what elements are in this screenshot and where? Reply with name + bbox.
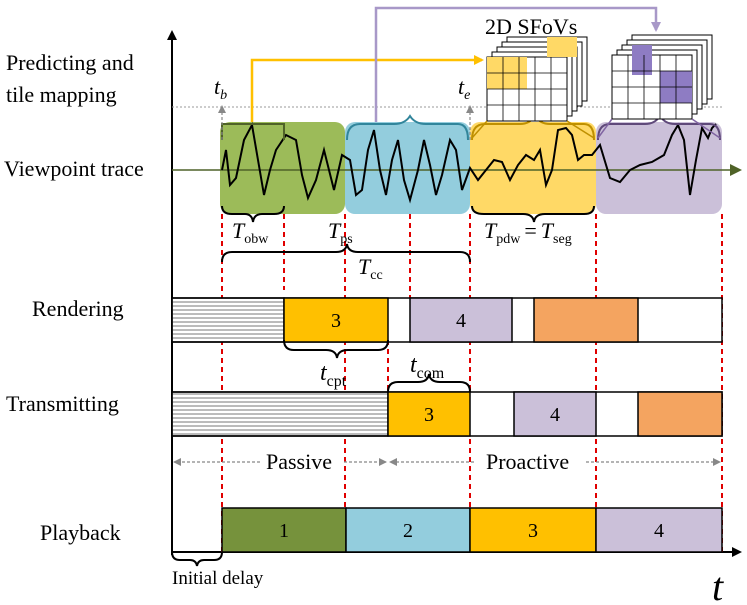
label-tcpt: tcpt [320, 360, 347, 390]
row-label-predicting-2: tile mapping [6, 82, 117, 107]
te-label: te [458, 74, 470, 103]
playback-block-3-label: 3 [528, 520, 538, 542]
label-tcc: Tcc [358, 254, 383, 283]
rendering-block-4 [409, 297, 513, 343]
row-label-viewpoint: Viewpoint trace [4, 156, 144, 181]
brace-tobw [221, 205, 285, 223]
rendering-block-3-label: 3 [331, 310, 341, 332]
row-label-transmitting: Transmitting [6, 391, 119, 416]
segment-box-purple [596, 122, 722, 214]
row-label-predicting-1: Predicting and [6, 50, 134, 75]
playback-block-2-label: 2 [403, 520, 413, 542]
viewpoint-trace-curve [221, 121, 717, 204]
playback-block-4 [595, 507, 723, 553]
label-tobw: Tobw [232, 218, 269, 247]
playback-block-2 [345, 507, 471, 553]
label-tpdw-eq-tseg: Tpdw=Tseg [484, 218, 572, 247]
yellow-prediction-arrow [250, 55, 484, 122]
playback-block-4-label: 4 [654, 520, 664, 542]
tb-label: tb [214, 74, 227, 103]
transmitting-block-3-label: 3 [424, 404, 434, 426]
transmitting-block-5 [637, 391, 723, 437]
playback-block-1-label: 1 [279, 520, 289, 542]
brace-tcc [221, 243, 471, 263]
label-tcom: tcom [410, 352, 445, 382]
purple-prediction-arrow [374, 6, 661, 122]
rendering-hatched-idle [171, 297, 285, 343]
segment-box-green [220, 122, 345, 214]
row-label-playback: Playback [40, 520, 121, 545]
rendering-block-4-label: 4 [456, 310, 466, 332]
brace-tcom [387, 373, 471, 393]
brace-tcpt [283, 339, 389, 359]
sfov-stack-purple [597, 34, 721, 139]
transmitting-block-3 [387, 391, 471, 437]
initial-delay-label: Initial delay [172, 568, 264, 589]
brace-tpdw [471, 205, 595, 223]
time-axis-label: t [712, 564, 724, 605]
passive-label: Passive [266, 449, 332, 474]
playback-block-1 [221, 507, 347, 553]
transmitting-block-4-label: 4 [550, 404, 560, 426]
rendering-block-5 [533, 297, 639, 343]
label-tps: Tps [328, 218, 353, 247]
segment-box-blue [345, 122, 470, 214]
rendering-block-3 [283, 297, 389, 343]
playback-block-3 [469, 507, 597, 553]
sfov-stack-yellow [471, 36, 595, 139]
proactive-label: Proactive [486, 449, 569, 474]
segment-box-yellow [470, 122, 596, 214]
transmitting-hatched-idle [171, 391, 389, 437]
sfov-title: 2D SFoVs [485, 14, 577, 39]
brace-initial-delay [171, 551, 223, 567]
brace-blue [346, 114, 469, 141]
row-label-rendering: Rendering [32, 296, 124, 321]
dashed-time-markers [221, 214, 723, 552]
transmitting-block-4 [513, 391, 597, 437]
